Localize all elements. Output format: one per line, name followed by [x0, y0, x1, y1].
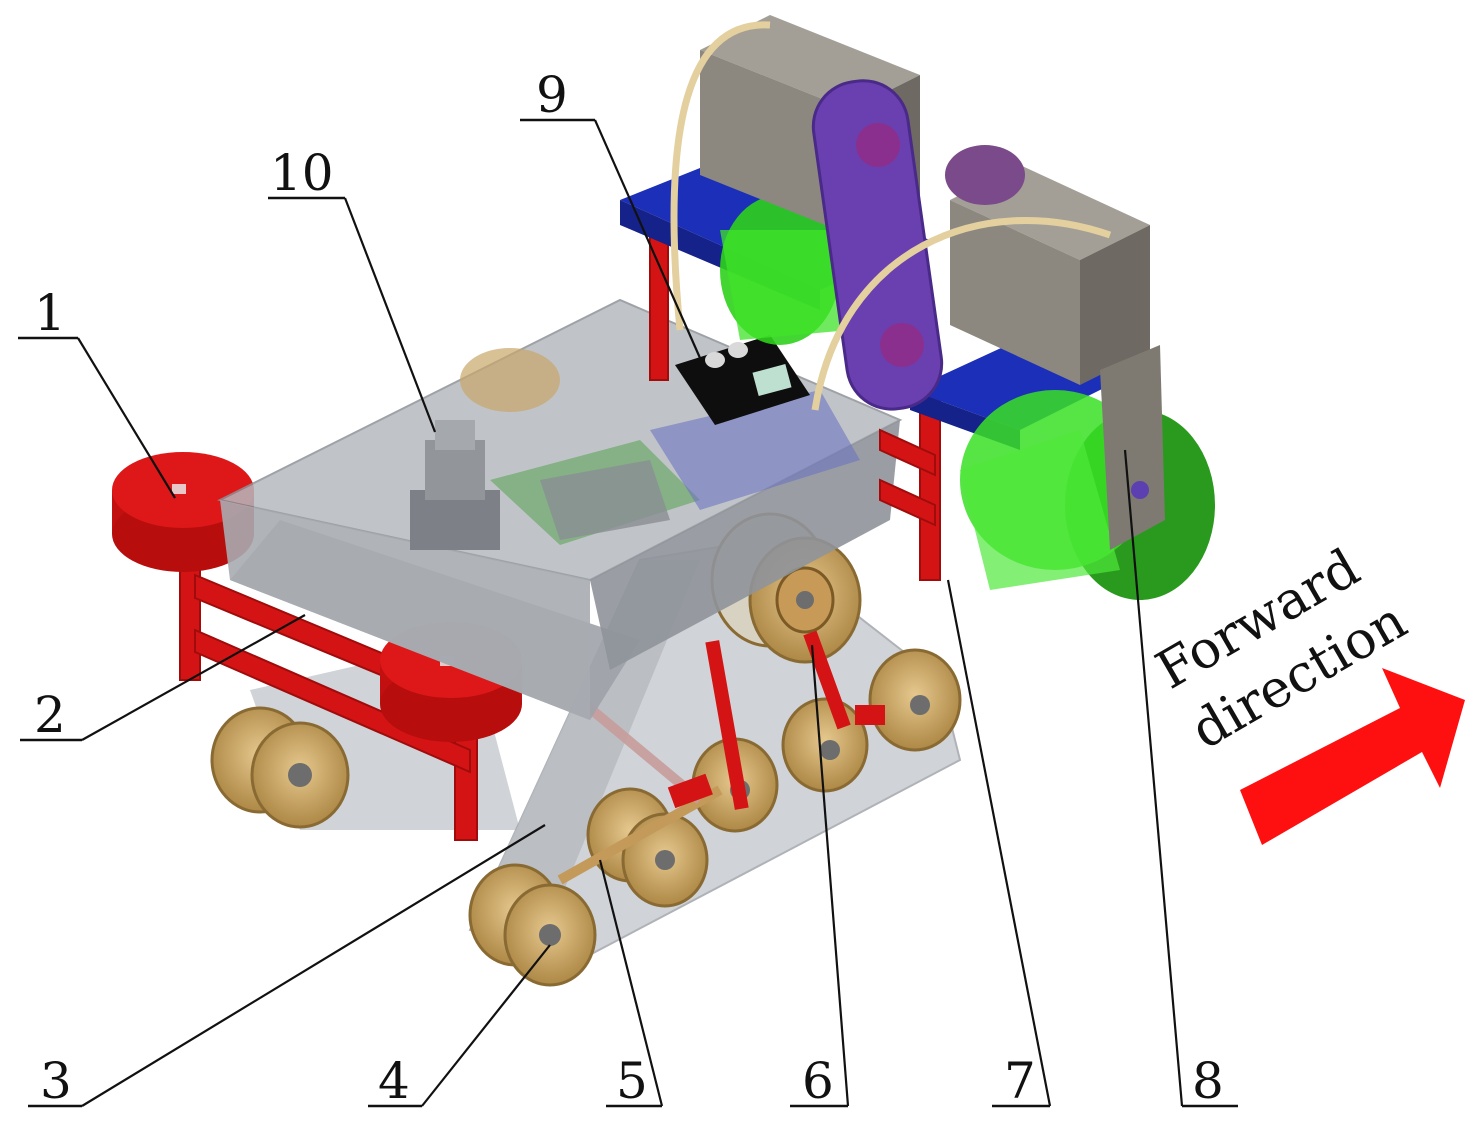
forward-arrow: [1240, 668, 1465, 845]
label-2: 2: [34, 686, 66, 744]
label-1: 1: [34, 284, 66, 342]
callout-labels: 1 2 3 4 5 6 7 8 9 10: [34, 66, 1224, 1110]
label-4: 4: [378, 1052, 410, 1110]
label-6: 6: [802, 1052, 834, 1110]
label-3: 3: [40, 1052, 72, 1110]
main-body: [217, 298, 903, 720]
label-7: 7: [1004, 1052, 1036, 1110]
label-10: 10: [270, 144, 334, 202]
label-5: 5: [616, 1052, 648, 1110]
track-wheels: [468, 512, 962, 987]
front-uprights: [649, 229, 941, 581]
suspension-struts: [667, 630, 885, 810]
leader-lines: [18, 118, 1238, 1108]
label-8: 8: [1192, 1052, 1224, 1110]
label-9: 9: [536, 66, 568, 124]
seeding-units: [620, 15, 1215, 600]
